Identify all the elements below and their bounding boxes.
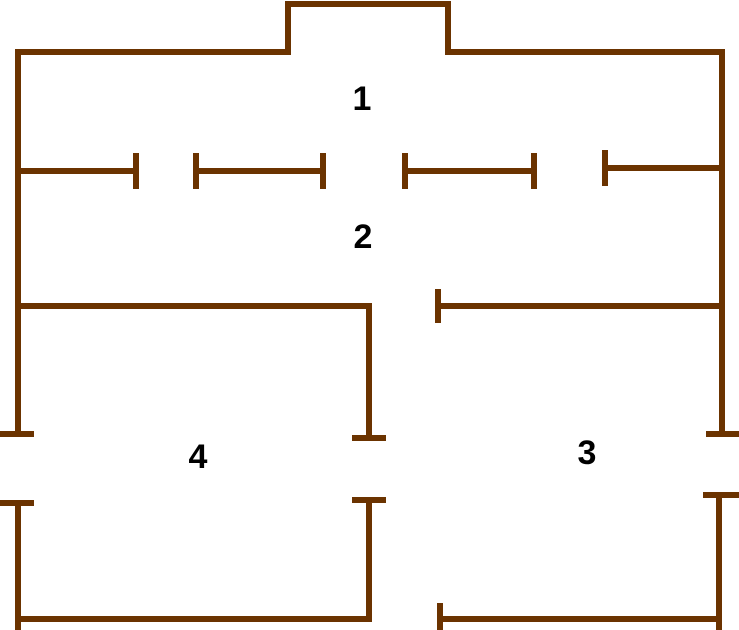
room-label-2: 2 (354, 218, 373, 256)
room-label-4: 4 (189, 438, 208, 476)
room-label-3: 3 (578, 434, 597, 472)
top-outer-wall (18, 1, 722, 55)
room-label-1: 1 (353, 80, 372, 118)
room-labels-group: 1 2 3 4 (189, 80, 597, 476)
